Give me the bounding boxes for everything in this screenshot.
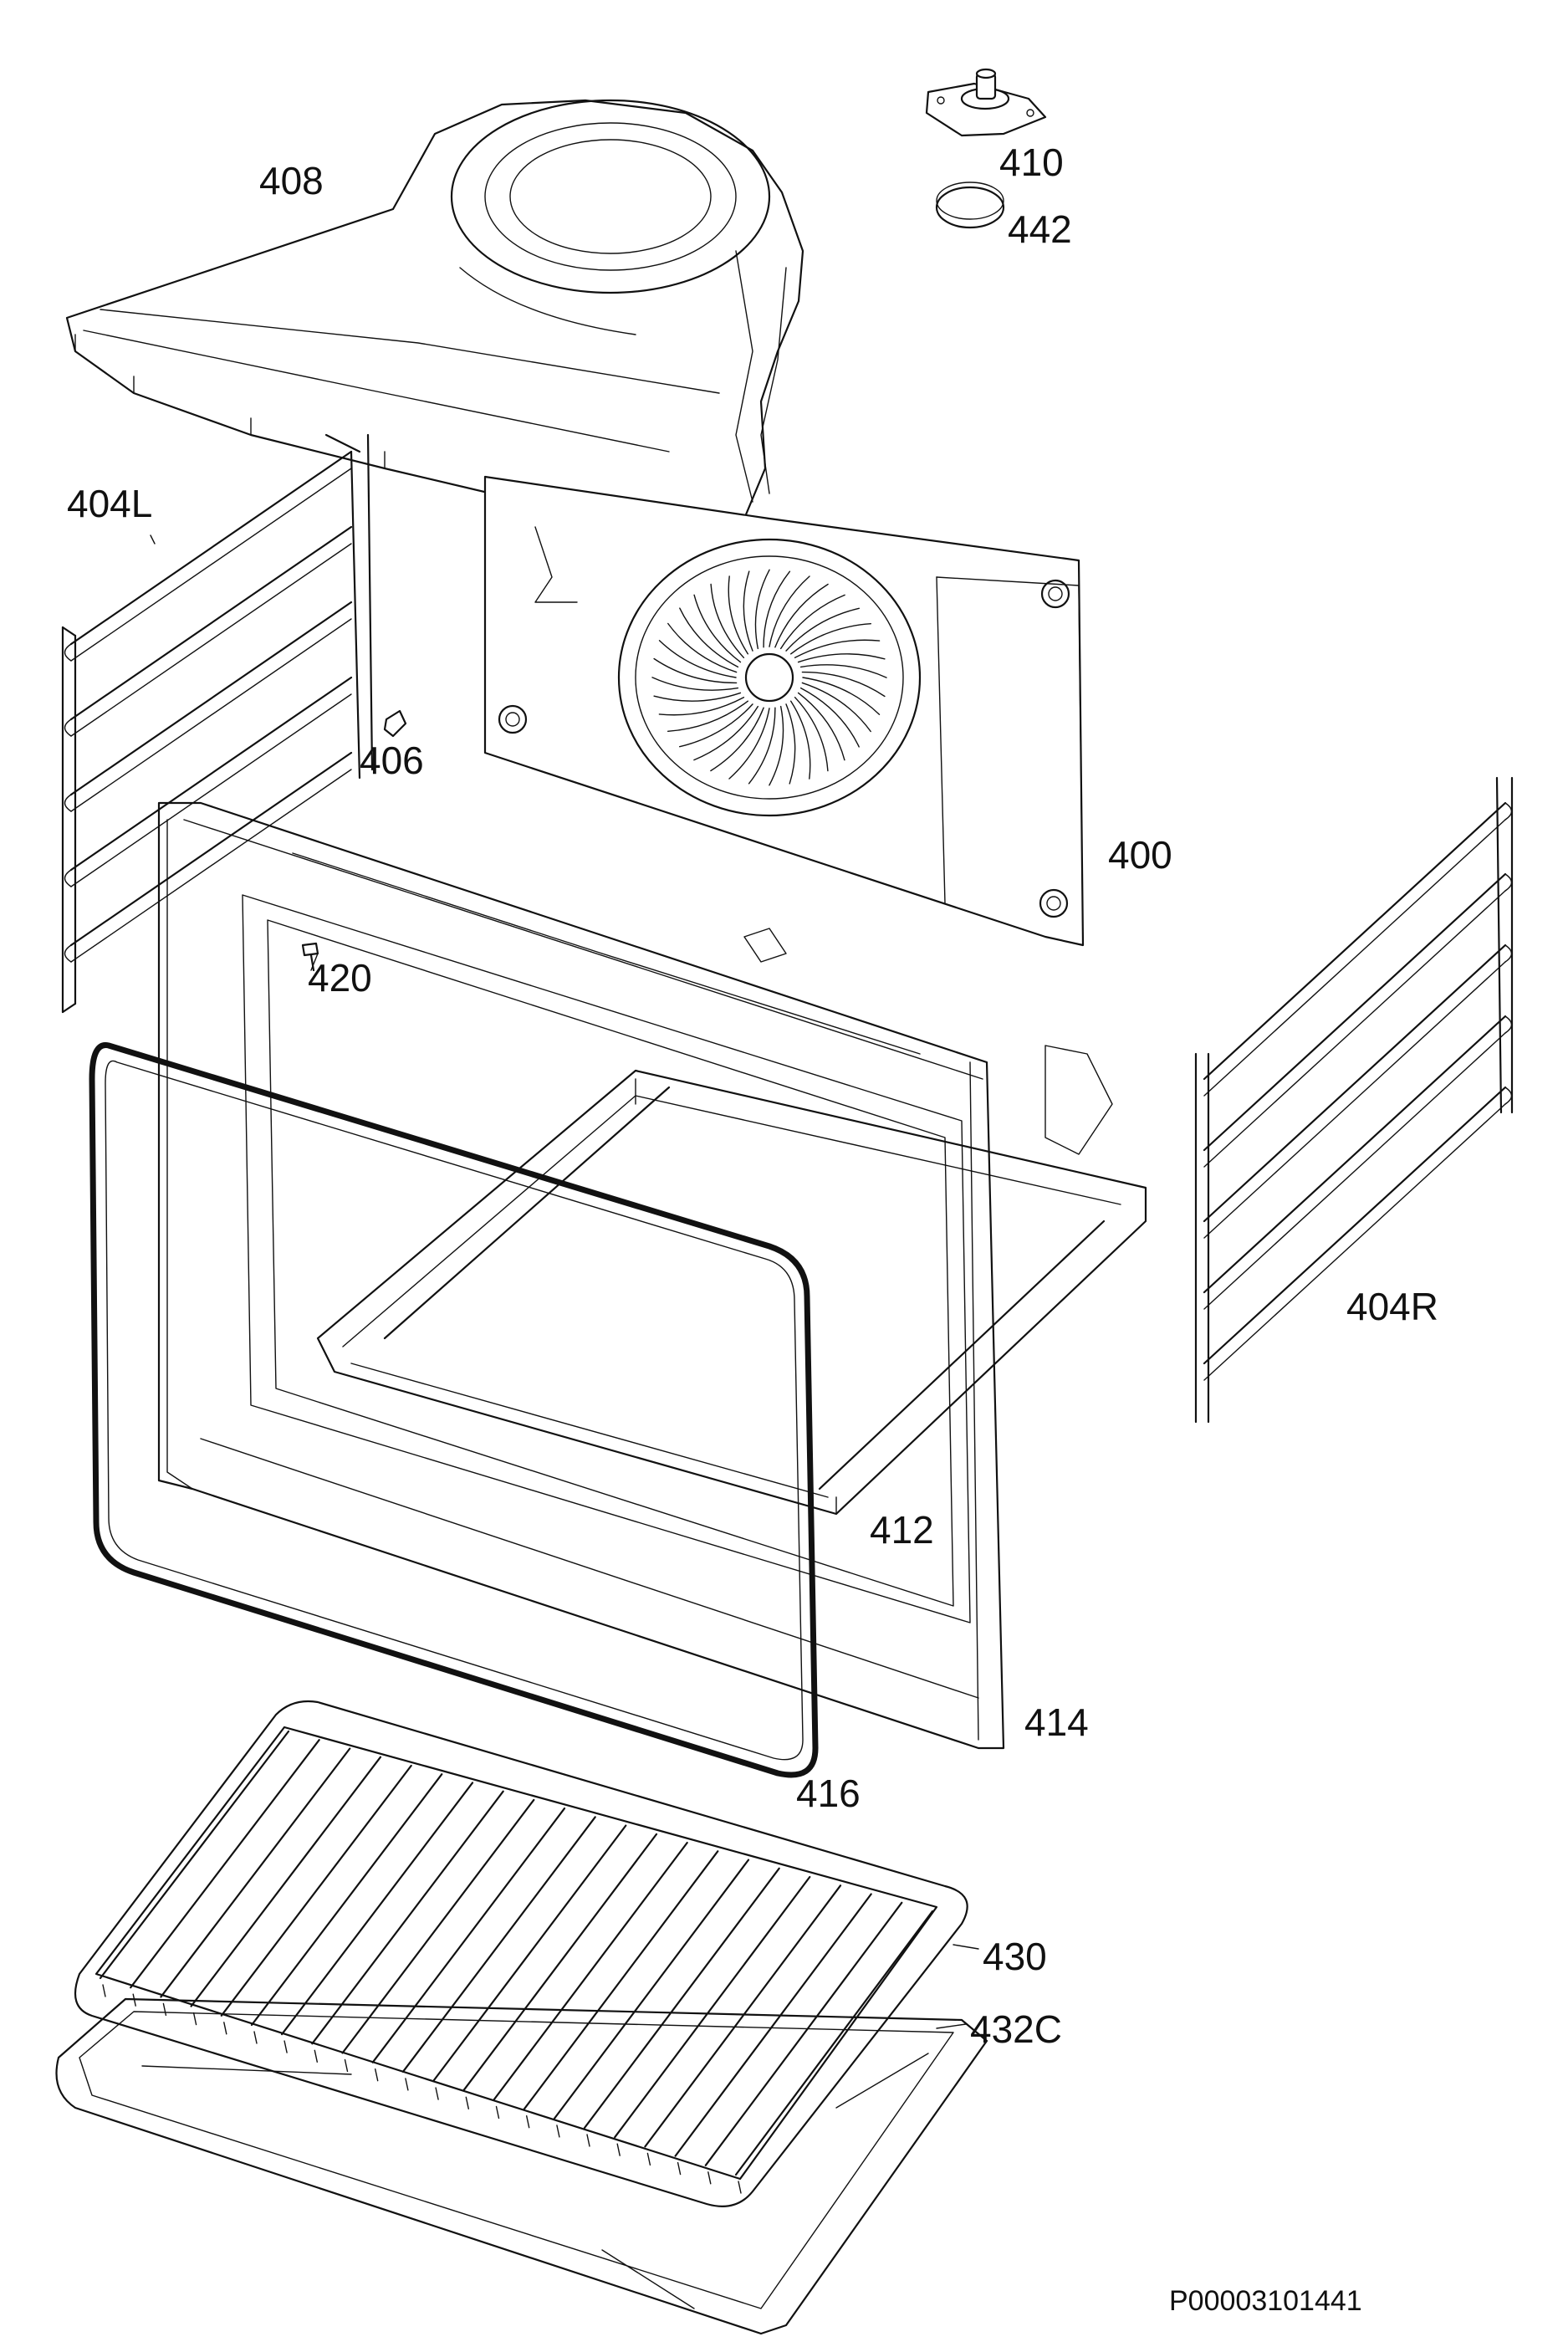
label-408: 408	[259, 159, 324, 202]
label-420: 420	[308, 956, 372, 1000]
part-408-fan-cover	[65, 99, 804, 545]
label-442: 442	[1008, 207, 1072, 251]
label-406: 406	[360, 739, 424, 782]
label-432C: 432C	[970, 2007, 1062, 2051]
part-410-lamp-holder	[925, 68, 1047, 137]
part-414-cavity-frame	[157, 801, 1005, 1750]
part-404L-left-shelf-support	[61, 433, 374, 1014]
part-430-wire-rack	[74, 1700, 968, 2207]
part-400-back-panel	[483, 475, 1085, 947]
label-400: 400	[1108, 833, 1172, 877]
label-410: 410	[999, 141, 1064, 184]
label-430: 430	[983, 1935, 1047, 1978]
part-labels: 408 410 442 404L 406 400 420 404R 412 41…	[67, 141, 1438, 2051]
label-414: 414	[1024, 1700, 1089, 1744]
label-412: 412	[870, 1508, 934, 1552]
drawing-code: P00003101441	[1169, 2285, 1362, 2317]
part-432C-baking-tray	[55, 1997, 988, 2335]
part-442-lamp-glass	[935, 182, 1005, 229]
leader-lines	[150, 534, 979, 2029]
label-416: 416	[796, 1772, 861, 1815]
part-420-screw	[301, 942, 319, 972]
part-412-oven-rack	[316, 1045, 1147, 1516]
part-406-clip	[383, 709, 407, 738]
part-416-door-seal	[89, 1042, 819, 1778]
label-404R: 404R	[1346, 1285, 1438, 1328]
label-404L: 404L	[67, 482, 152, 525]
part-404R-right-shelf-support	[1194, 776, 1514, 1424]
